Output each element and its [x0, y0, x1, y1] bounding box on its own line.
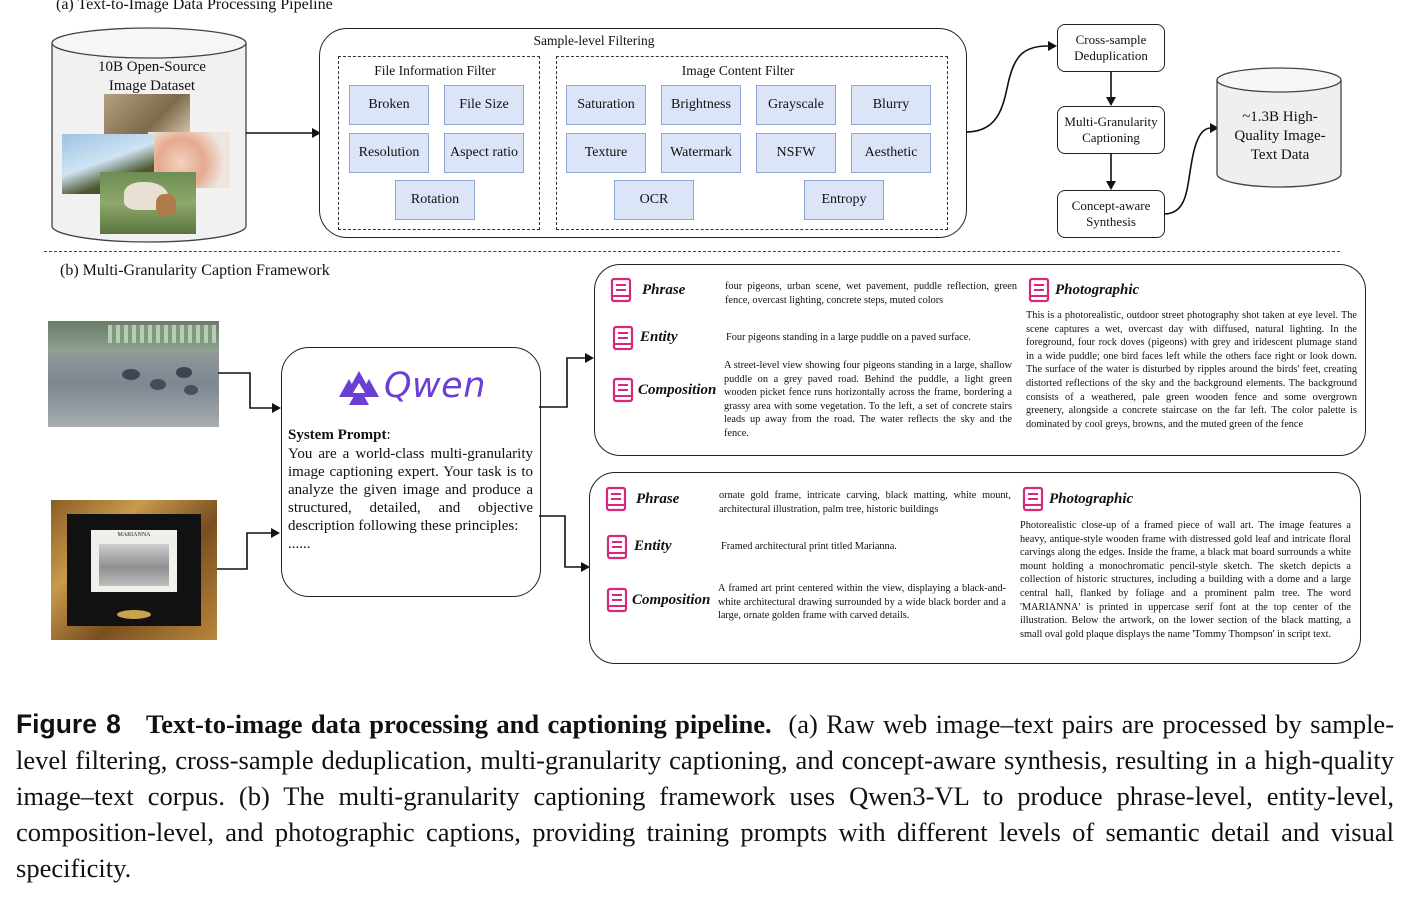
label-photographic: Photographic: [1055, 282, 1140, 298]
source-dataset-label: 10B Open-Source Image Dataset: [98, 59, 206, 94]
arrow-icon: [1163, 123, 1219, 215]
filter-saturation: Saturation: [566, 85, 646, 125]
filter-file-size: File Size: [444, 85, 524, 125]
system-prompt-box: [281, 347, 541, 597]
arrow-icon: [965, 41, 1057, 133]
arrow-icon: [539, 515, 590, 572]
caption-box-framed-print: [589, 472, 1361, 664]
system-prompt-ellipsis: ......: [288, 536, 311, 552]
book-icon: [605, 486, 627, 512]
filter-rotation: Rotation: [395, 180, 475, 220]
caption-composition: A framed art print centered within the v…: [718, 583, 1006, 622]
filter-entropy: Entropy: [804, 180, 884, 220]
filter-nsfw: NSFW: [756, 133, 836, 173]
filter-resolution: Resolution: [349, 133, 429, 173]
book-icon: [610, 277, 632, 303]
sample-photo-seeds: [104, 94, 190, 138]
label-photographic: Photographic: [1049, 491, 1134, 507]
print-title: MARIANNA: [117, 532, 151, 538]
label-entity: Entity: [634, 538, 672, 554]
filter-aesthetic: Aesthetic: [851, 133, 931, 173]
qwen-logo-text: Qwen: [384, 366, 486, 406]
filter-aspect-ratio: Aspect ratio: [444, 133, 524, 173]
caption-photographic: Photorealistic close-up of a framed piec…: [1020, 520, 1351, 640]
book-icon: [612, 377, 634, 403]
label-composition: Composition: [638, 382, 717, 398]
label-entity: Entity: [640, 329, 678, 345]
arrow-icon: [217, 528, 280, 570]
figure-title: Text-to-image data processing and captio…: [145, 709, 772, 739]
filter-broken: Broken: [349, 85, 429, 125]
caption-phrase: four pigeons, urban scene, wet pavement,…: [725, 281, 1017, 306]
figure-number: Figure 8: [16, 709, 121, 739]
label-phrase: Phrase: [642, 282, 686, 298]
arrow-icon: [539, 353, 594, 408]
arrow-icon: [246, 128, 321, 138]
arrow-icon: [218, 372, 281, 413]
book-icon: [612, 325, 634, 351]
system-prompt-label: System Prompt:: [288, 427, 391, 443]
caption-phrase: ornate gold frame, intricate carving, bl…: [719, 490, 1011, 515]
book-icon: [1028, 277, 1050, 303]
filter-ocr: OCR: [614, 180, 694, 220]
panel-separator: [44, 251, 1340, 252]
caption-box-pigeons: [594, 264, 1366, 456]
arrow-icon: [1106, 71, 1116, 106]
book-icon: [606, 534, 628, 560]
panel-a-title: (a) Text-to-Image Data Processing Pipeli…: [56, 0, 333, 13]
input-photo-pigeons: [48, 321, 219, 427]
system-prompt-text: You are a world-class multi-granularity …: [288, 446, 533, 534]
arrow-icon: [1106, 153, 1116, 190]
filter-grayscale: Grayscale: [756, 85, 836, 125]
figure-body: (a) Raw web image–text pairs are process…: [16, 709, 1395, 883]
book-icon: [606, 587, 628, 613]
filter-texture: Texture: [566, 133, 646, 173]
output-dataset-cylinder: [1216, 67, 1342, 188]
file-info-filter-group: [338, 56, 540, 230]
caption-composition: A street-level view showing four pigeons…: [724, 360, 1012, 439]
image-content-filter-group: [556, 56, 948, 230]
sample-filtering-title: Sample-level Filtering: [533, 33, 655, 48]
caption-entity: Four pigeons standing in a large puddle …: [726, 332, 971, 343]
caption-entity: Framed architectural print titled Marian…: [721, 541, 897, 552]
sample-photo-horses: [100, 172, 196, 234]
panel-b-title: (b) Multi-Granularity Caption Framework: [60, 262, 330, 279]
filter-brightness: Brightness: [661, 85, 741, 125]
caption-photographic: This is a photorealistic, outdoor street…: [1026, 310, 1357, 430]
filter-watermark: Watermark: [661, 133, 741, 173]
figure-caption: Figure 8 Text-to-image data processing a…: [16, 706, 1394, 886]
label-phrase: Phrase: [636, 491, 680, 507]
input-photo-framed-print: MARIANNA: [51, 500, 217, 640]
image-content-filter-title: Image Content Filter: [681, 63, 795, 78]
book-icon: [1022, 486, 1044, 512]
qwen-logo-icon: [339, 371, 379, 405]
filter-blurry: Blurry: [851, 85, 931, 125]
label-composition: Composition: [632, 592, 711, 608]
output-dataset-label: ~1.3B High- Quality Image- Text Data: [1234, 109, 1326, 163]
file-info-filter-title: File Information Filter: [374, 63, 496, 78]
